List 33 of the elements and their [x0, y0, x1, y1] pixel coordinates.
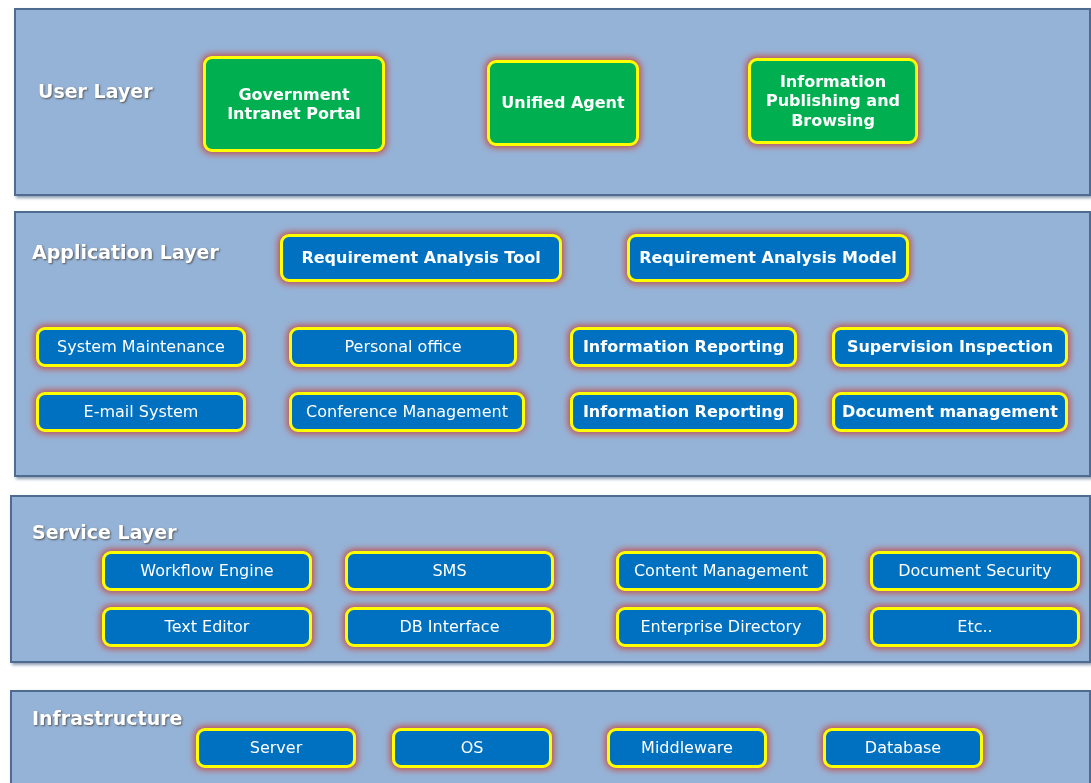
- layer-band: [10, 690, 1091, 783]
- layer-title: Application Layer: [32, 241, 219, 263]
- module-box: DB Interface: [345, 607, 554, 647]
- module-box: Information Publishing and Browsing: [748, 58, 918, 144]
- module-box: Content Management: [616, 551, 826, 591]
- module-box: Etc..: [870, 607, 1080, 647]
- layer-band: [10, 495, 1091, 663]
- module-box: Supervision Inspection: [832, 327, 1068, 367]
- layer-title: Infrastructure: [32, 707, 183, 729]
- module-box: Requirement Analysis Model: [627, 234, 909, 282]
- module-box: Server: [196, 728, 356, 768]
- module-box: Enterprise Directory: [616, 607, 826, 647]
- module-box: Document Security: [870, 551, 1080, 591]
- module-box: Text Editor: [102, 607, 312, 647]
- module-box: Workflow Engine: [102, 551, 312, 591]
- module-box: Database: [823, 728, 983, 768]
- layer-band: [14, 8, 1091, 196]
- layer-band: [14, 211, 1091, 477]
- module-box: Unified Agent: [487, 60, 639, 146]
- module-box: Information Reporting: [570, 392, 797, 432]
- module-box: Document management: [832, 392, 1068, 432]
- layer-title: Service Layer: [32, 521, 177, 543]
- module-box: Conference Management: [289, 392, 525, 432]
- module-box: System Maintenance: [36, 327, 246, 367]
- module-box: Government Intranet Portal: [203, 56, 385, 152]
- module-box: E-mail System: [36, 392, 246, 432]
- module-box: OS: [392, 728, 552, 768]
- module-box: Personal office: [289, 327, 517, 367]
- module-box: Information Reporting: [570, 327, 797, 367]
- layer-title: User Layer: [38, 80, 153, 102]
- module-box: Middleware: [607, 728, 767, 768]
- module-box: SMS: [345, 551, 554, 591]
- module-box: Requirement Analysis Tool: [280, 234, 562, 282]
